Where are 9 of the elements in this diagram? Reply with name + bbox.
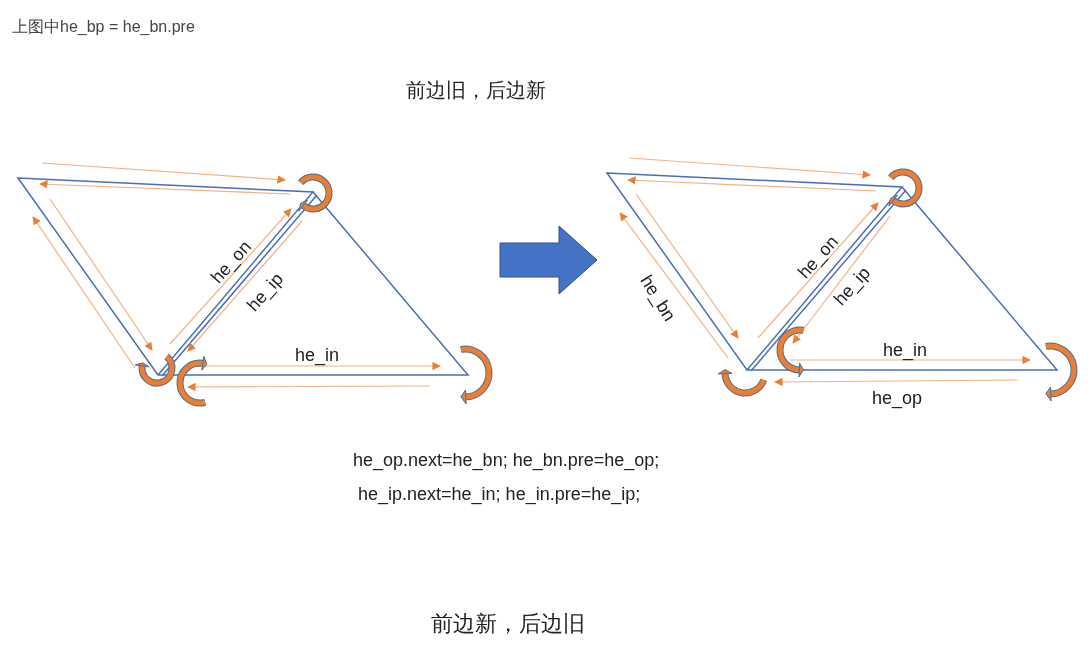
text-label: 上图中he_bp = he_bn.pre: [12, 19, 195, 35]
text-label: 前边旧，后边新: [406, 80, 546, 100]
edge-name-label: he_in: [883, 341, 927, 359]
text-label: 前边新，后边旧: [431, 613, 585, 635]
edge-name-label: he_op: [871, 389, 923, 407]
text-label: he_ip.next=he_in; he_in.pre=he_ip;: [358, 485, 641, 503]
text-label: he_op.next=he_bn; he_bn.pre=he_op;: [353, 451, 660, 469]
block-arrow: [499, 225, 598, 295]
edge-name-label: he_in: [295, 346, 339, 364]
